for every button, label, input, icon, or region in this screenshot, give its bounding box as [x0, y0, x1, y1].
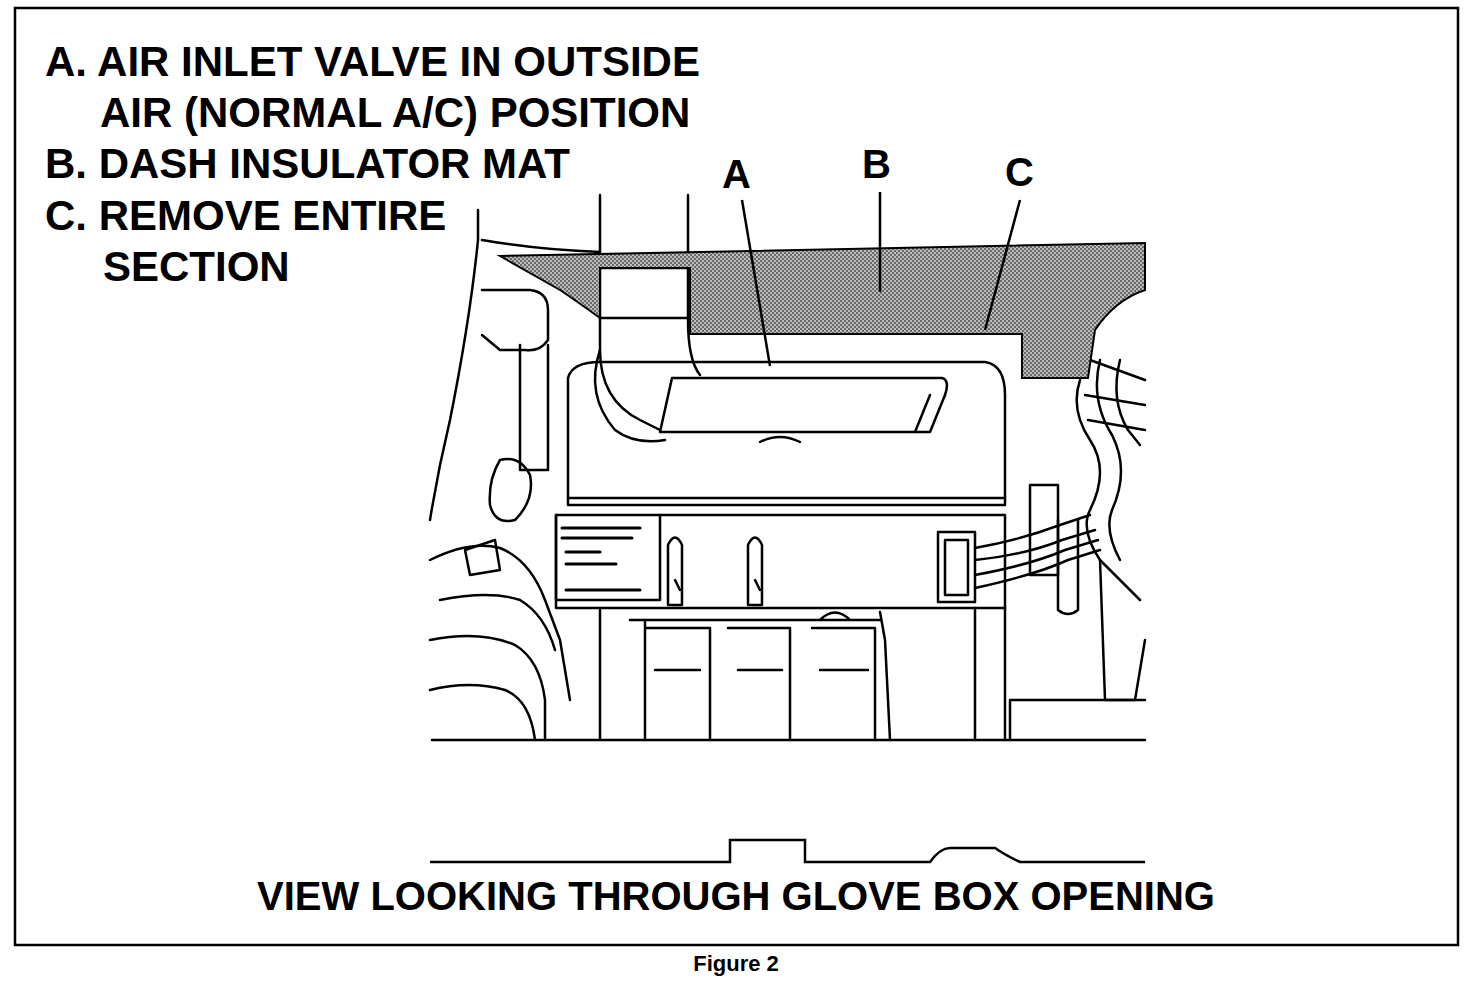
- callout-letter: C: [1005, 148, 1034, 196]
- dash-insulator-mat: [500, 243, 1145, 378]
- callout-letter: A: [722, 150, 751, 198]
- leader-lines: [742, 192, 1020, 366]
- figure-frame: [15, 8, 1458, 945]
- figure-caption: Figure 2: [0, 950, 1472, 978]
- legend-entry: A. AIR INLET VALVE IN OUTSIDE AIR (NORMA…: [45, 36, 750, 138]
- legend-entry: B. DASH INSULATOR MAT: [45, 138, 700, 189]
- callout-letter: B: [862, 140, 891, 188]
- heater-case-drawing: [430, 195, 1145, 740]
- glove-box-opening-profile: [430, 840, 1145, 862]
- legend-entry: C. REMOVE ENTIRE SECTION: [45, 190, 503, 292]
- view-title: VIEW LOOKING THROUGH GLOVE BOX OPENING: [0, 872, 1472, 920]
